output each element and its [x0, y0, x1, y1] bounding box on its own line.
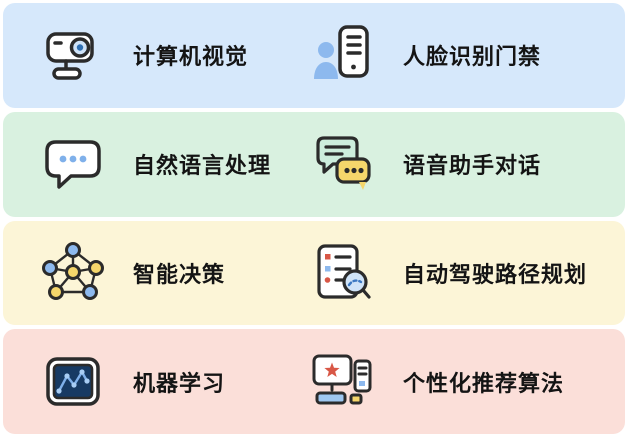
feature-item: 人脸识别门禁 [303, 21, 625, 89]
feature-label: 机器学习 [133, 370, 226, 396]
feature-item: 个性化推荐算法 [303, 348, 625, 416]
feature-label: 自动驾驶路径规划 [403, 261, 588, 287]
feature-item: 自动驾驶路径规划 [303, 239, 625, 307]
recommendation-computer-icon [309, 348, 377, 416]
feature-item: 自然语言处理 [3, 130, 303, 198]
ml-tablet-icon [39, 348, 107, 416]
feature-row-nlp: 自然语言处理 语音助手对话 [3, 111, 625, 217]
feature-item: 智能决策 [3, 239, 303, 307]
feature-row-vision: 计算机视觉 人脸识别门禁 [3, 3, 625, 108]
feature-item: 机器学习 [3, 348, 303, 416]
feature-label: 语音助手对话 [403, 153, 542, 179]
feature-label: 智能决策 [133, 261, 226, 287]
feature-label: 计算机视觉 [133, 44, 249, 70]
cctv-camera-icon [39, 21, 107, 89]
face-id-phone-icon [309, 21, 377, 89]
feature-item: 语音助手对话 [303, 130, 625, 198]
feature-label: 自然语言处理 [133, 153, 272, 179]
chat-bubbles-icon [309, 130, 377, 198]
network-graph-icon [39, 239, 107, 307]
speech-bubble-icon [39, 130, 107, 198]
route-plan-magnifier-icon [309, 239, 377, 307]
feature-label: 个性化推荐算法 [403, 370, 565, 396]
feature-row-ml: 机器学习 个性化推荐算法 [3, 329, 625, 434]
feature-label: 人脸识别门禁 [403, 44, 542, 70]
feature-row-decision: 智能决策 [3, 220, 625, 326]
feature-item: 计算机视觉 [3, 21, 303, 89]
